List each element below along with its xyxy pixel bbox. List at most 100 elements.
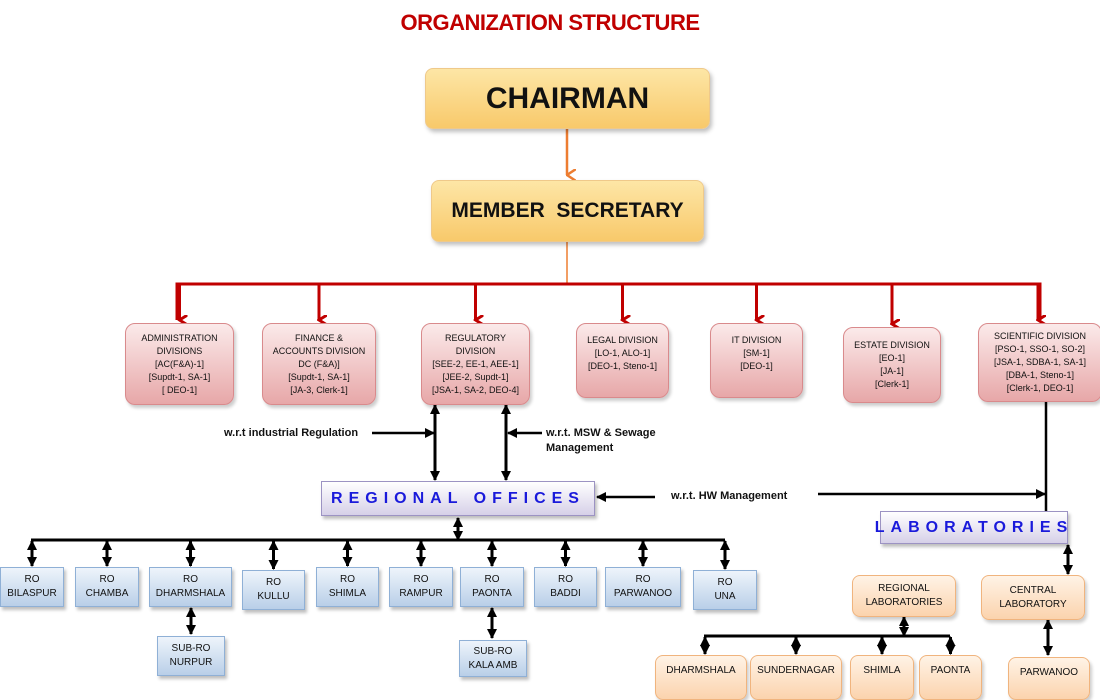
ro-line1: RO [340, 574, 355, 585]
laboratories-label: LABORATORIES [874, 518, 1074, 536]
ro-box-chamba: RO CHAMBA [75, 567, 139, 607]
ro-line2: KULLU [257, 591, 290, 602]
lab-box-paonta: PAONTA [919, 655, 982, 700]
ro-line2: RAMPUR [399, 588, 443, 599]
division-line: [JSA-1, SA-2, DEO-4] [431, 384, 520, 395]
ro-line2: UNA [714, 591, 736, 602]
division-box-it: IT DIVISION [SM-1] [DEO-1] [710, 323, 803, 398]
division-line: [LO-1, ALO-1] [594, 348, 651, 358]
division-line: IT DIVISION [731, 335, 782, 345]
lab-label: PAONTA [930, 665, 971, 676]
ro-line1: RO [99, 574, 115, 585]
ro-box-bilaspur: RO BILASPUR [0, 567, 64, 607]
division-box-regulatory: REGULATORY DIVISION [SEE-2, EE-1, AEE-1] [J… [421, 323, 530, 405]
division-line: [JA-1] [880, 366, 904, 376]
lab-box-shimla: SHIMLA [850, 655, 914, 700]
lab-label: PARWANOO [1019, 667, 1079, 678]
central-lab-line1: CENTRAL [1009, 584, 1057, 596]
ro-line1: RO [24, 574, 40, 585]
regional-offices-label: REGIONAL OFFICES [331, 489, 585, 507]
division-line: [ DEO-1] [161, 384, 197, 395]
sub-ro-line2: KALA AMB [468, 659, 518, 671]
ro-box-una: RO UNA [693, 570, 757, 610]
lab-box-sundernagar: SUNDERNAGAR [750, 655, 842, 700]
division-line: [Supdt-1, SA-1] [288, 371, 350, 382]
ro-box-dharmshala: RO DHARMSHALA [149, 567, 232, 607]
msw-note-line2: Management [546, 442, 614, 454]
ro-box-kullu: RO KULLU [242, 570, 305, 610]
division-box-finance: FINANCE & ACCOUNTS DIVISION DC (F&A)] [Supd… [262, 323, 376, 405]
division-line: [JSA-1, SDBA-1, SA-1] [993, 357, 1087, 367]
member-secretary-label: MEMBER SECRETARY [451, 199, 684, 222]
sub-ro-line1: SUB-RO [473, 645, 513, 657]
msw-note-line1: w.r.t. MSW & Sewage [546, 427, 656, 439]
division-line: [JA-3, Clerk-1] [290, 384, 348, 395]
regional-labs-line2: LABORATORIES [865, 597, 943, 608]
sub-ro-box-nurpur: SUB-RO NURPUR [157, 636, 225, 676]
division-line: ADMINISTRATION [141, 332, 218, 343]
division-line: [SM-1] [743, 348, 770, 358]
lab-box-dharmshala: DHARMSHALA [655, 655, 747, 700]
sub-ro-box-kala-amb: SUB-RO KALA AMB [459, 640, 527, 677]
division-box-scientific: SCIENTIFIC DIVISION [PSO-1, SSO-1, SO-2] [… [978, 323, 1100, 402]
ro-line1: RO [635, 574, 651, 585]
division-line: [Clerk-1, DEO-1] [1006, 383, 1074, 393]
central-lab-line2: LABORATORY [999, 598, 1067, 610]
division-line: [Clerk-1] [874, 379, 909, 389]
division-bus [175, 282, 1042, 320]
division-line: DIVISION [455, 345, 496, 356]
chairman-label: CHAIRMAN [485, 81, 650, 115]
ro-line2: PAONTA [472, 588, 512, 599]
chairman-box: CHAIRMAN [425, 68, 710, 129]
division-line: SCIENTIFIC DIVISION [993, 331, 1086, 341]
ro-box-rampur: RO RAMPUR [389, 567, 453, 607]
member-secretary-box: MEMBER SECRETARY [431, 180, 704, 242]
division-line: [SEE-2, EE-1, AEE-1] [432, 358, 519, 369]
division-line: FINANCE & [294, 332, 343, 343]
lab-label: SHIMLA [863, 665, 901, 676]
division-line: LEGAL DIVISION [587, 335, 658, 345]
division-line: ESTATE DIVISION [854, 340, 930, 350]
division-line: [PSO-1, SSO-1, SO-2] [994, 344, 1086, 354]
division-line: [DEO-1, Steno-1] [587, 361, 658, 371]
ro-line1: RO [558, 574, 573, 585]
ro-box-shimla: RO SHIMLA [316, 567, 379, 607]
ro-box-baddi: RO BADDI [534, 567, 597, 607]
division-line: [EO-1] [878, 353, 905, 363]
division-box-legal: LEGAL DIVISION [LO-1, ALO-1] [DEO-1, Steno… [576, 323, 669, 398]
division-line: [AC(F&A)-1] [154, 358, 204, 369]
division-line: DC (F&A)] [298, 358, 340, 369]
regional-offices-box: REGIONAL OFFICES [321, 481, 595, 516]
lab-label: DHARMSHALA [666, 665, 736, 676]
regional-laboratories-box: REGIONAL LABORATORIES [852, 575, 956, 617]
division-box-estate: ESTATE DIVISION [EO-1] [JA-1] [Clerk-1] [843, 327, 941, 403]
ro-line1: RO [717, 577, 733, 588]
laboratories-box: LABORATORIES [875, 511, 1068, 544]
ro-line2: DHARMSHALA [155, 588, 226, 599]
sub-ro-line2: NURPUR [169, 657, 213, 668]
lab-box-parwanoo: PARWANOO [1008, 657, 1090, 700]
ro-line1: RO [266, 577, 281, 588]
page-title: ORGANIZATION STRUCTURE [400, 10, 700, 35]
ro-line2: BILASPUR [7, 588, 57, 599]
division-line: [Supdt-1, SA-1] [148, 371, 211, 382]
ro-box-paonta: RO PAONTA [460, 567, 524, 607]
sub-ro-line1: SUB-RO [171, 643, 211, 654]
division-line: REGULATORY [444, 332, 507, 343]
regional-labs-line1: REGIONAL [878, 583, 930, 594]
ro-line1: RO [183, 574, 198, 585]
ro-line2: BADDI [550, 588, 581, 599]
ro-line2: CHAMBA [85, 588, 129, 599]
division-line: [DEO-1] [740, 361, 773, 371]
ro-line1: RO [413, 574, 429, 585]
ro-line1: RO [484, 574, 500, 585]
msw-note: w.r.t. MSW & Sewage Management [546, 426, 656, 456]
division-line: [DBA-1, Steno-1] [1005, 370, 1075, 380]
ro-line2: SHIMLA [328, 588, 367, 599]
industrial-note: w.r.t industrial Regulation [224, 427, 359, 439]
division-line: ACCOUNTS DIVISION [272, 345, 366, 356]
lab-label: SUNDERNAGAR [757, 665, 835, 676]
